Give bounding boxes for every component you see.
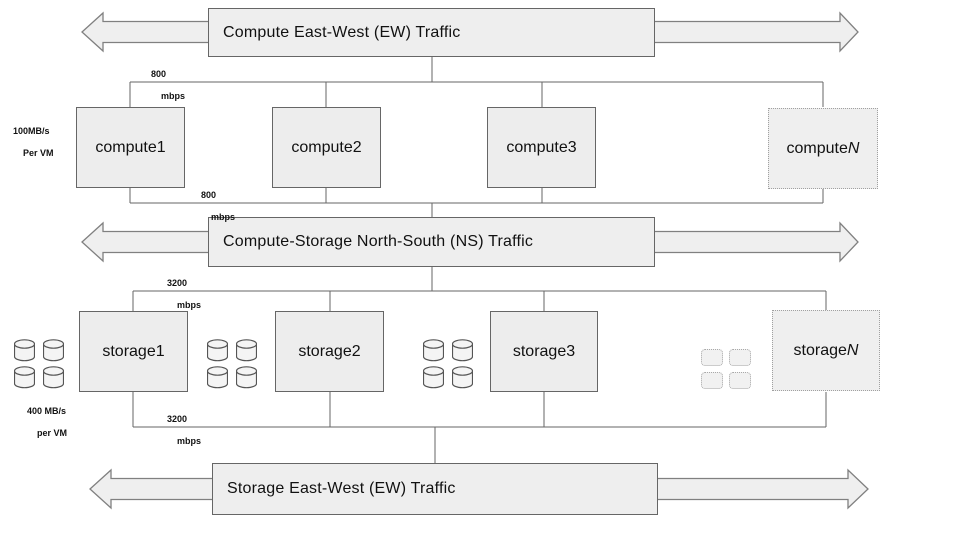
- banner-compute-storage-ns-traffic: Compute-Storage North-South (NS) Traffic: [208, 217, 655, 267]
- node-compute2-label: compute2: [291, 138, 362, 156]
- arrow-left-compute-ew: [81, 11, 210, 53]
- compute-bottom-bandwidth-label: 800 mbps: [201, 190, 235, 223]
- disk-icon: [43, 339, 64, 362]
- storage-rate-line1: 400 MB/s: [27, 406, 67, 416]
- node-storageN-label: storage: [793, 341, 847, 359]
- node-compute3: compute3: [487, 107, 596, 188]
- ghost-disk-icon: [701, 349, 723, 366]
- bw-3200-bottom-line2: mbps: [177, 436, 202, 446]
- bw-3200-top-line2: mbps: [177, 300, 202, 310]
- bw-3200-top-line1: 3200: [167, 278, 188, 288]
- compute-top-bandwidth-label: 800 mbps: [151, 69, 185, 102]
- disk-icon: [14, 366, 35, 389]
- bw-800-bottom-line1: 800: [201, 190, 217, 200]
- compute-rate-label: 100MB/s Per VM: [13, 126, 54, 159]
- disk-icon: [236, 339, 257, 362]
- connector-lines: [129, 57, 827, 463]
- node-compute3-label: compute3: [506, 138, 577, 156]
- banner-storage-ew-label: Storage East-West (EW) Traffic: [227, 480, 456, 497]
- storage-rate-line2: per VM: [37, 428, 68, 438]
- node-storage2-label: storage2: [298, 342, 361, 360]
- compute-rate-line1: 100MB/s: [13, 126, 50, 136]
- disk-icon: [236, 366, 257, 389]
- node-computeN-label: compute: [786, 139, 848, 157]
- arrow-left-storage-ew: [89, 468, 215, 510]
- bw-800-bottom-line2: mbps: [211, 212, 236, 222]
- node-computeN-suffix: N: [847, 139, 860, 157]
- node-computeN: computeN: [768, 108, 878, 189]
- node-compute1: compute1: [76, 107, 185, 188]
- ghost-disk-icon: [729, 372, 751, 389]
- storage-bottom-bandwidth-label: 3200 mbps: [167, 414, 201, 447]
- banner-compute-ew-traffic: Compute East-West (EW) Traffic: [208, 8, 655, 57]
- ghost-disk-icon: [701, 372, 723, 389]
- disk-cluster-storage2: [207, 339, 257, 389]
- node-compute1-label: compute1: [95, 138, 166, 156]
- disk-icon: [452, 366, 473, 389]
- disk-icon: [207, 366, 228, 389]
- storage-rate-label: 400 MB/s per VM: [27, 406, 67, 439]
- node-storage3-label: storage3: [512, 342, 576, 360]
- banner-storage-ew-traffic: Storage East-West (EW) Traffic: [212, 463, 658, 515]
- arrow-right-compute-ew: [653, 11, 859, 53]
- disk-icon: [14, 339, 35, 362]
- bw-3200-bottom-line1: 3200: [167, 414, 188, 424]
- disk-icon: [452, 339, 473, 362]
- node-storage2: storage2: [275, 311, 384, 392]
- arrow-right-ns: [653, 221, 859, 263]
- disk-icon: [43, 366, 64, 389]
- disk-cluster-storageN-ghost: [701, 349, 751, 389]
- ghost-disk-icon: [729, 349, 751, 366]
- disk-cluster-storage1: [14, 339, 64, 389]
- node-storageN-suffix: N: [846, 341, 859, 359]
- compute-rate-line2: Per VM: [23, 148, 54, 158]
- node-compute2: compute2: [272, 107, 381, 188]
- disk-icon: [207, 339, 228, 362]
- bw-800-top-line1: 800: [151, 69, 167, 79]
- disk-icon: [423, 366, 444, 389]
- bw-800-top-line2: mbps: [161, 91, 186, 101]
- banner-ns-label: Compute-Storage North-South (NS) Traffic: [223, 233, 534, 250]
- disk-icon: [423, 339, 444, 362]
- node-storageN: storageN: [772, 310, 880, 391]
- disk-cluster-storage3: [423, 339, 473, 389]
- node-storage1: storage1: [79, 311, 188, 392]
- node-storage1-label: storage1: [102, 342, 165, 360]
- banner-compute-ew-label: Compute East-West (EW) Traffic: [223, 23, 461, 41]
- node-storage3: storage3: [490, 311, 598, 392]
- arrow-right-storage-ew: [656, 468, 869, 510]
- storage-top-bandwidth-label: 3200 mbps: [167, 278, 201, 311]
- arrow-left-ns: [81, 221, 210, 263]
